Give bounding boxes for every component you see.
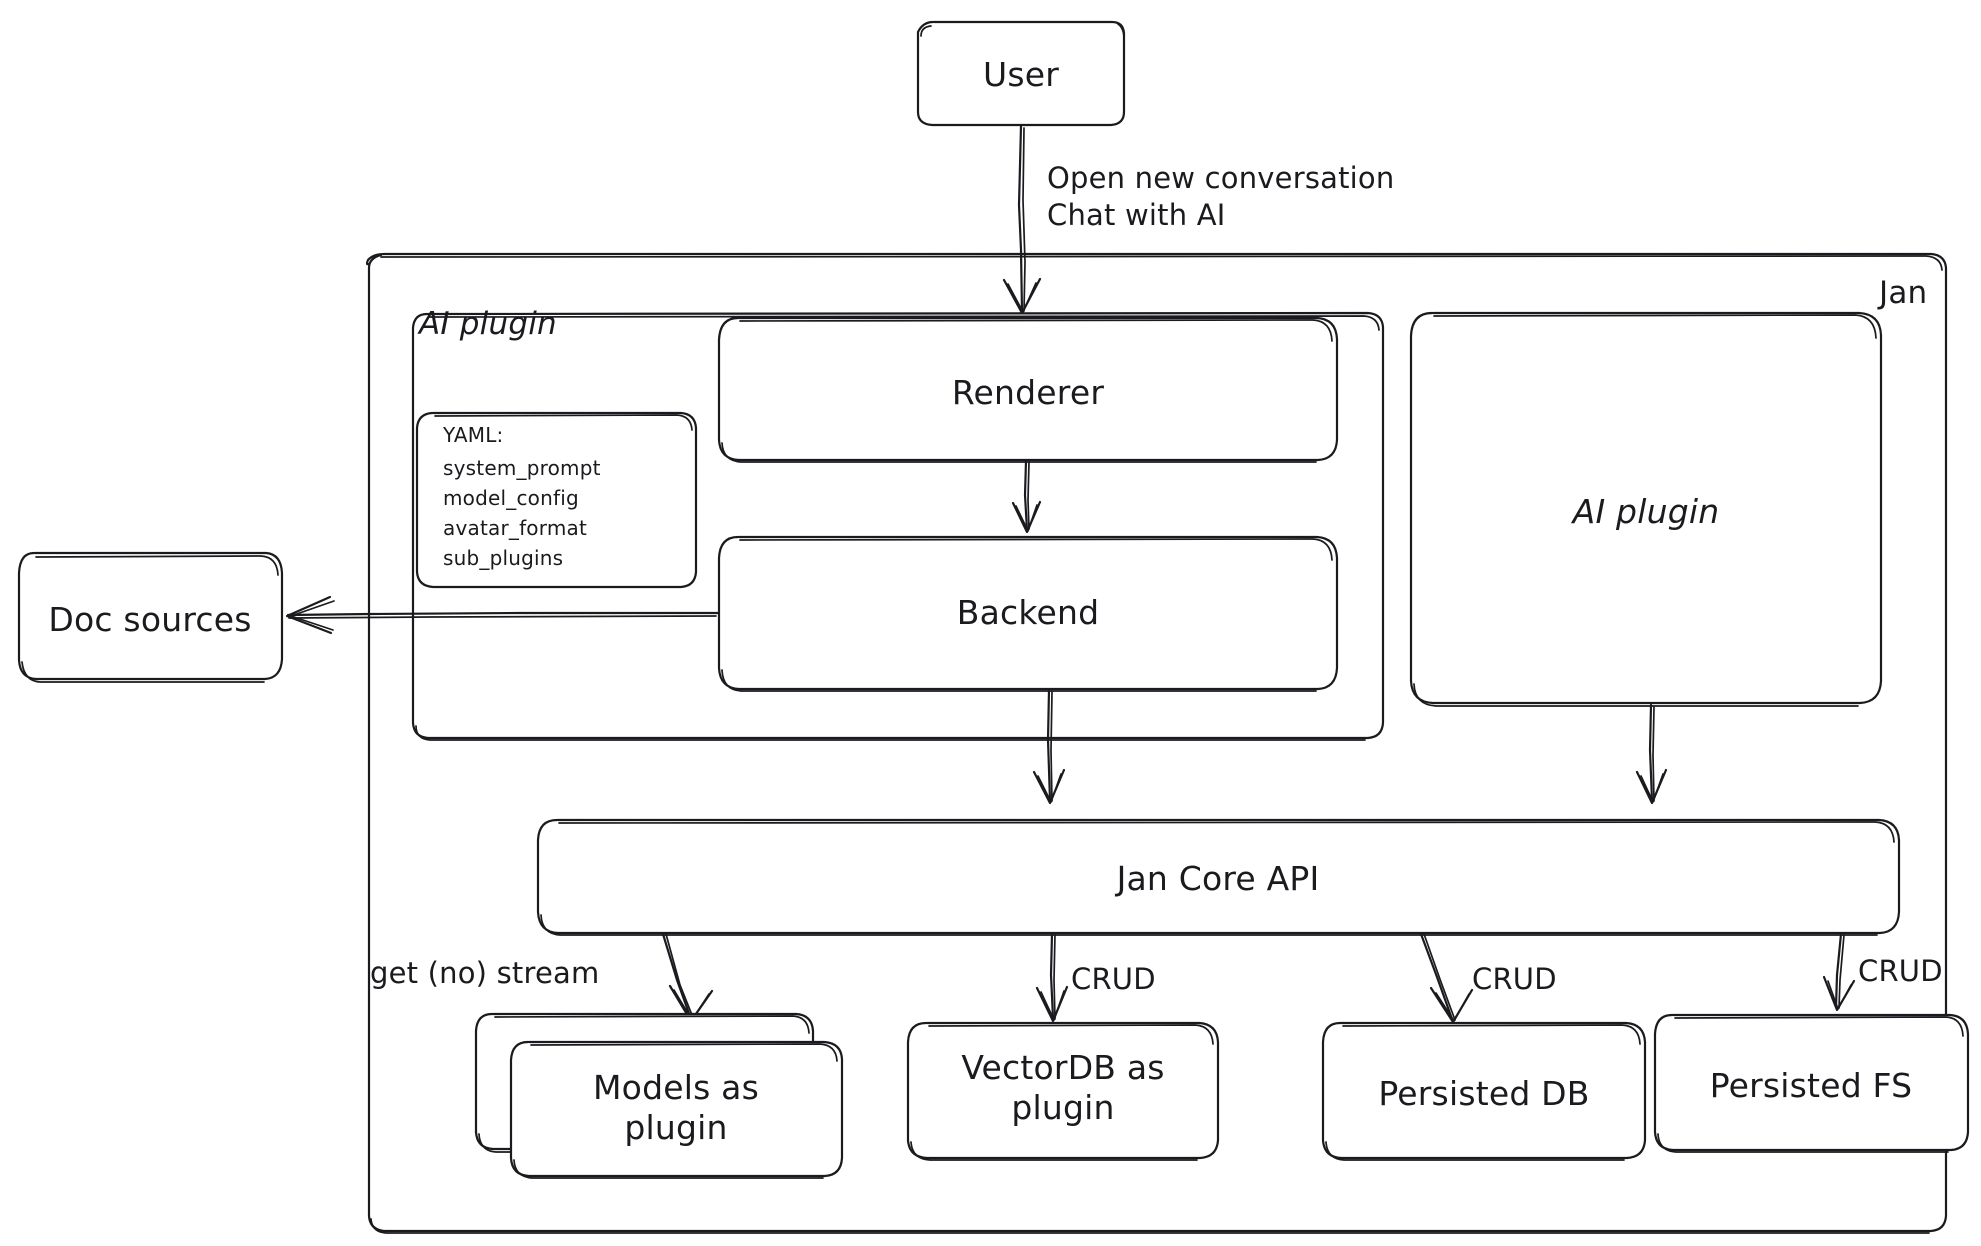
edge-renderer-to-backend <box>1011 459 1042 534</box>
card-yaml[interactable] <box>415 411 698 589</box>
node-user-label: User <box>982 55 1060 94</box>
node-renderer[interactable] <box>717 316 1339 463</box>
edge-label-get-no-stream: get (no) stream <box>370 956 600 990</box>
node-jan-core-api-label: Jan Core API <box>1116 859 1320 898</box>
edge-core-api-to-persisted-fs <box>1822 932 1856 1012</box>
yaml-card-key-1: model_config <box>443 486 579 510</box>
node-backend-label: Backend <box>956 593 1100 632</box>
edge-label-crud-persisted-fs: CRUD <box>1858 954 1943 988</box>
node-jan-core-api[interactable] <box>536 818 1901 936</box>
edge-label-crud-vectordb: CRUD <box>1071 962 1156 996</box>
container-jan[interactable] <box>365 252 1948 1234</box>
yaml-card-heading: YAML: <box>443 423 504 447</box>
yaml-card-key-0: system_prompt <box>443 456 601 480</box>
edge-core-api-to-vectordb <box>1035 932 1069 1023</box>
node-backend[interactable] <box>717 535 1339 692</box>
container-ai-plugin-group[interactable] <box>411 311 1385 741</box>
edge-core-api-to-persisted-db <box>1419 932 1474 1024</box>
container-jan-label: Jan <box>1879 275 1928 311</box>
node-ai-plugin[interactable] <box>1409 311 1883 707</box>
yaml-card-key-3: sub_plugins <box>443 546 564 570</box>
node-persisted-db-label: Persisted DB <box>1378 1074 1590 1113</box>
node-renderer-label: Renderer <box>951 373 1105 412</box>
container-ai-plugin-group-label: AI plugin <box>419 306 557 342</box>
yaml-card-key-2: avatar_format <box>443 516 587 540</box>
node-models-plugin-label: Models as plugin <box>593 1068 759 1148</box>
node-ai-plugin-label: AI plugin <box>1572 492 1720 531</box>
edge-ai-plugin-to-core-api <box>1635 703 1668 805</box>
node-vectordb-plugin-label: VectorDB as plugin <box>961 1048 1165 1128</box>
edge-core-api-to-models <box>661 932 714 1023</box>
node-persisted-db[interactable] <box>1321 1021 1647 1161</box>
edge-label-open-conversation: Open new conversation Chat with AI <box>1047 161 1395 233</box>
node-user[interactable] <box>916 20 1126 127</box>
node-doc-sources[interactable] <box>17 551 284 683</box>
edge-backend-to-core-api <box>1032 688 1066 805</box>
edge-label-crud-persisted-db: CRUD <box>1472 962 1557 996</box>
node-doc-sources-label: Doc sources <box>48 600 252 639</box>
node-persisted-fs-label: Persisted FS <box>1709 1066 1913 1105</box>
node-vectordb-plugin[interactable] <box>906 1021 1220 1161</box>
node-models-plugin[interactable] <box>509 1040 844 1179</box>
edge-backend-to-doc-sources <box>285 595 720 635</box>
edge-user-to-renderer <box>1002 124 1042 315</box>
node-persisted-fs[interactable] <box>1653 1013 1970 1153</box>
